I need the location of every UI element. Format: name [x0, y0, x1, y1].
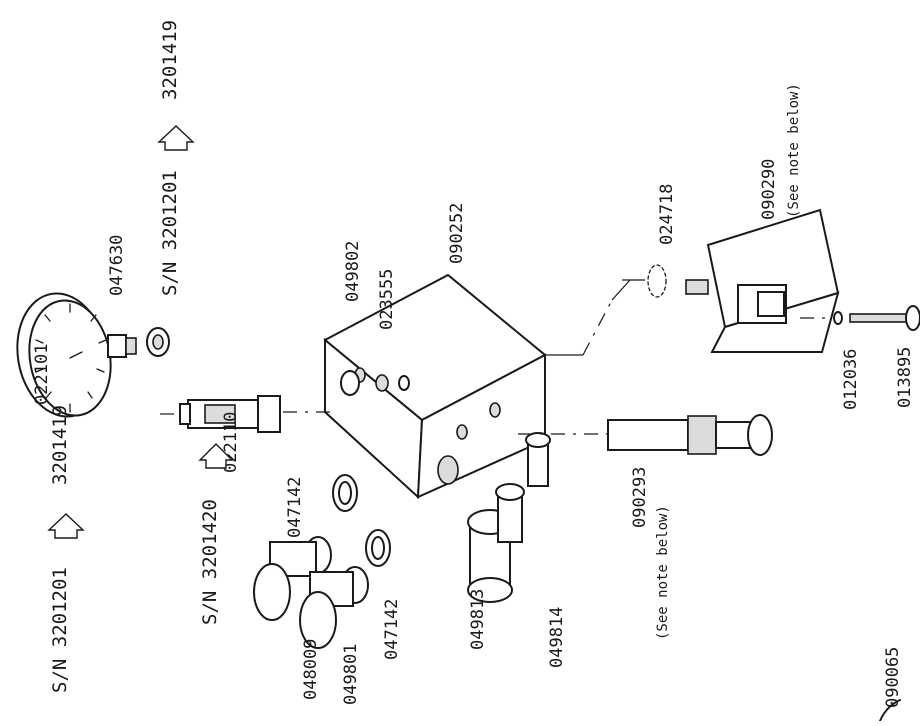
fitting-049801 — [299, 566, 369, 649]
label-090293: 090293 — [630, 467, 650, 528]
serial-right-to: 3201419 — [159, 20, 181, 100]
corner-circle — [879, 699, 901, 722]
serial-middle: S/N 3201420 — [199, 499, 221, 625]
washer-012036 — [833, 311, 843, 325]
label-012036: 012036 — [841, 349, 861, 410]
serial-left-to: 3201419 — [49, 405, 71, 485]
plug-and-seal — [340, 370, 410, 396]
label-090252: 090252 — [447, 203, 467, 264]
pressure-gauge — [16, 292, 137, 418]
screw-013895 — [849, 305, 920, 331]
hex-nut — [146, 327, 170, 357]
fitting-049814 — [495, 483, 525, 543]
solenoid-valve — [685, 208, 840, 353]
label-049813: 049813 — [468, 589, 488, 650]
note-090293: (See note below) — [655, 505, 671, 640]
drawing-number: 090065 — [883, 647, 903, 708]
label-013895: 013895 — [895, 347, 915, 408]
o-ring-lower — [365, 529, 391, 567]
label-022101: 022101 — [32, 344, 52, 405]
label-023555: 023555 — [377, 269, 397, 330]
label-049814: 049814 — [547, 607, 567, 668]
pressure-switch-fitting — [160, 395, 281, 433]
label-049801: 049801 — [341, 644, 361, 705]
label-024718: 024718 — [657, 184, 677, 245]
arrow-up-icon — [157, 125, 195, 151]
fitting-small-right — [525, 432, 551, 487]
serial-left: S/N 3201201 — [49, 567, 71, 693]
o-ring-024718 — [647, 264, 667, 298]
label-049802: 049802 — [343, 241, 363, 302]
label-047142-b: 047142 — [382, 599, 402, 660]
label-047630: 047630 — [107, 235, 127, 296]
label-047142-a: 047142 — [285, 477, 305, 538]
label-048009: 048009 — [301, 639, 321, 700]
arrow-up-icon — [47, 513, 85, 539]
fitting-048009 — [253, 536, 332, 621]
serial-right: S/N 3201201 — [159, 170, 181, 296]
valve-090293 — [518, 414, 773, 456]
note-090290: (See note below) — [786, 83, 802, 218]
arrow-up-icon — [198, 443, 234, 469]
leader-lines — [282, 279, 832, 413]
label-090290: 090290 — [759, 159, 779, 220]
o-ring-upper — [332, 474, 358, 512]
